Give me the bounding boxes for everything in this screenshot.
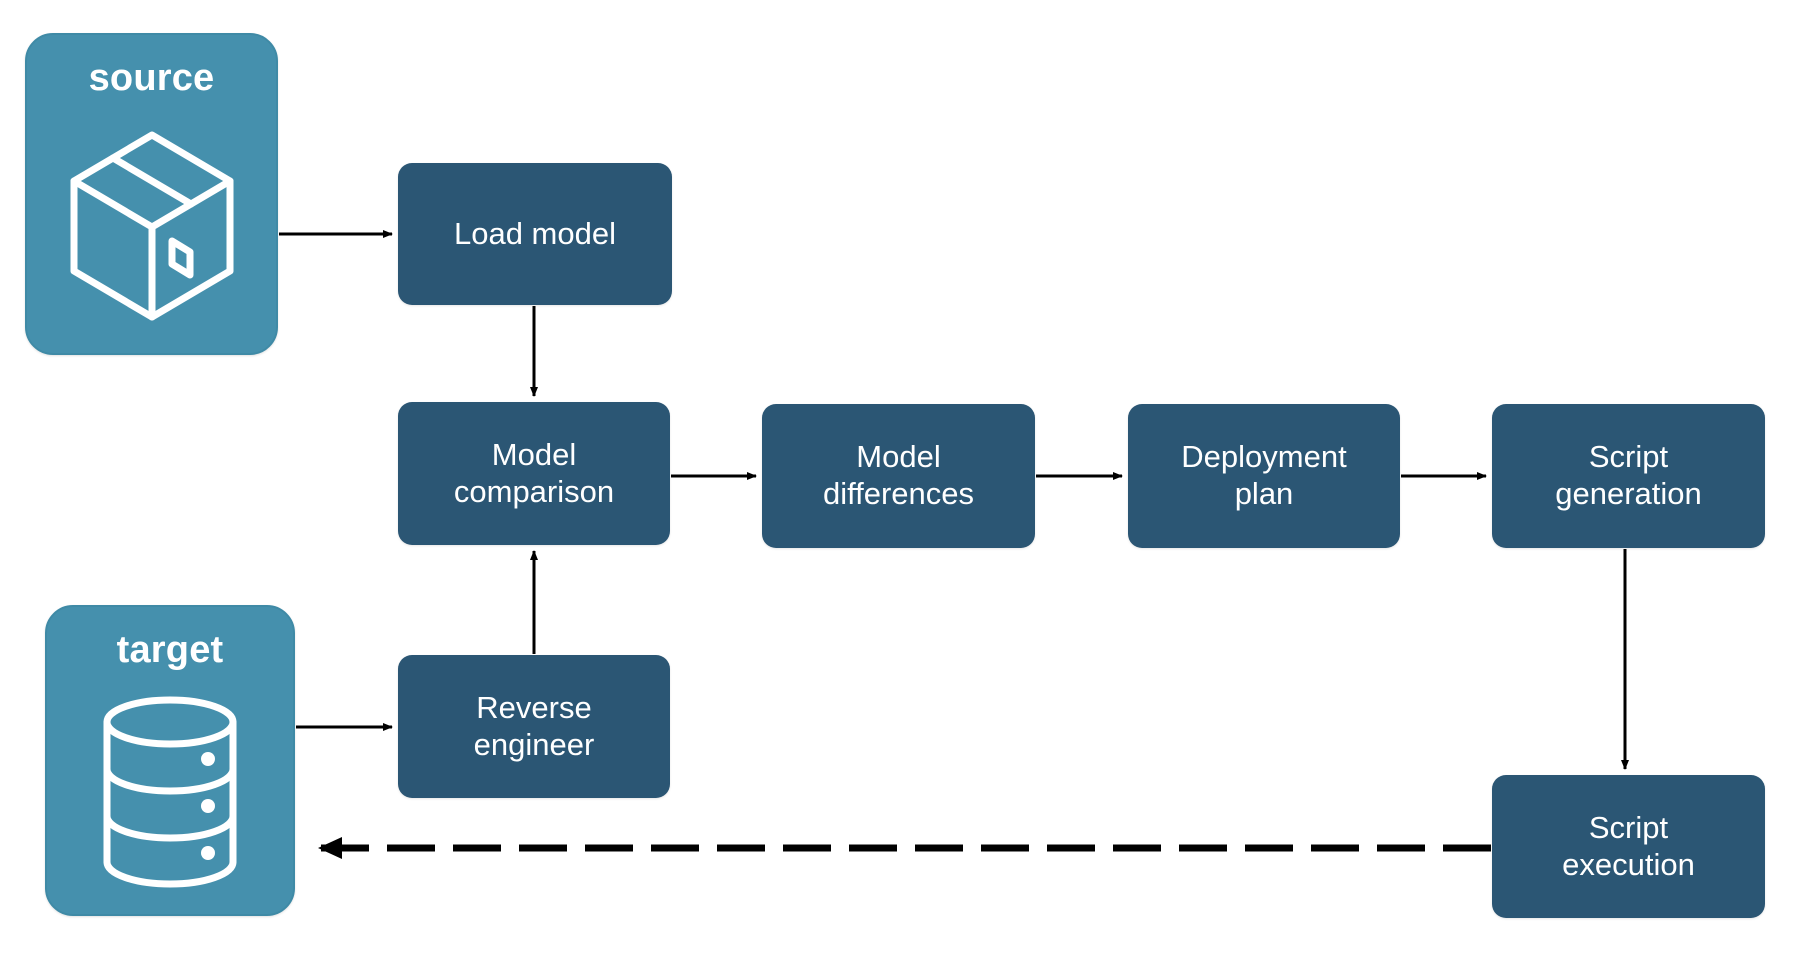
process-script-generation-label: Script generation <box>1555 439 1702 511</box>
process-model-comparison-label: Model comparison <box>453 436 615 509</box>
process-script-execution[interactable]: Script execution <box>1492 775 1765 918</box>
endpoint-source[interactable]: source <box>25 33 278 355</box>
process-script-generation[interactable]: Script generation <box>1492 404 1765 548</box>
package-box-icon <box>27 97 276 353</box>
process-model-comparison[interactable]: Model comparison <box>398 402 670 545</box>
endpoint-source-label: source <box>88 57 215 99</box>
process-model-differences-label: Model differences <box>822 439 975 511</box>
database-cylinder-icon <box>47 669 293 914</box>
process-deployment-plan[interactable]: Deployment plan <box>1128 404 1400 548</box>
process-load-model-label: Load model <box>453 215 616 251</box>
process-script-execution-label: Script execution <box>1562 809 1695 882</box>
process-model-differences[interactable]: Model differences <box>762 404 1035 548</box>
endpoint-target[interactable]: target <box>45 605 295 916</box>
process-reverse-engineer[interactable]: Reverse engineer <box>398 655 670 798</box>
process-reverse-engineer-label: Reverse engineer <box>473 689 595 762</box>
process-load-model[interactable]: Load model <box>398 163 672 305</box>
process-deployment-plan-label: Deployment plan <box>1181 439 1347 511</box>
endpoint-target-label: target <box>116 629 224 671</box>
